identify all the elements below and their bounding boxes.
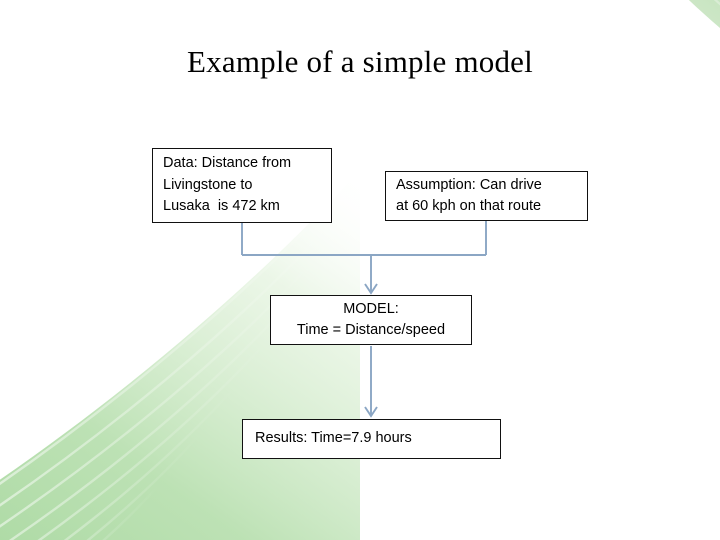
- node-model[interactable]: MODEL: Time = Distance/speed: [270, 295, 472, 345]
- node-assumption[interactable]: Assumption: Can drive at 60 kph on that …: [385, 171, 588, 221]
- node-data-line-3: Lusaka is 472 km: [163, 198, 280, 215]
- green-swoosh-top-right-icon: [688, 0, 720, 28]
- node-assumption-line-1: Assumption: Can drive: [396, 176, 542, 193]
- arrowhead-results-icon: [364, 406, 378, 418]
- node-data-line-1: Data: Distance from: [163, 155, 292, 172]
- green-swoosh-bottom-left-icon: [0, 170, 360, 540]
- page-title: Example of a simple model: [187, 44, 533, 79]
- node-results[interactable]: Results: Time=7.9 hours: [242, 419, 501, 459]
- node-assumption-line-2: at 60 kph on that route: [396, 198, 542, 214]
- node-data-line-2: Livingstone to: [163, 176, 253, 193]
- node-model-line-2: Time = Distance/speed: [296, 322, 446, 338]
- node-results-line-1: Results: Time=7.9 hours: [255, 430, 412, 447]
- node-data[interactable]: Data: Distance from Livingstone to Lusak…: [152, 148, 332, 223]
- node-model-line-1: MODEL:: [343, 300, 399, 317]
- arrowhead-model-icon: [364, 283, 378, 295]
